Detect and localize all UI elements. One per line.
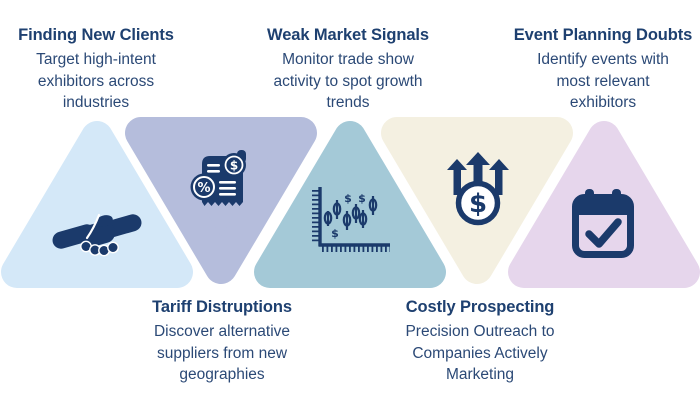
label-block-weak-market-signals: Weak Market Signals Monitor trade show a… xyxy=(253,24,443,114)
label-block-costly-prospecting: Costly Prospecting Precision Outreach to… xyxy=(380,296,580,386)
item-description: Monitor trade show activity to spot grow… xyxy=(273,51,423,111)
label-block-event-planning-doubts: Event Planning Doubts Identify events wi… xyxy=(508,24,698,114)
item-title: Event Planning Doubts xyxy=(513,26,693,44)
svg-text:$: $ xyxy=(469,189,487,219)
label-block-finding-new-clients: Finding New Clients Target high-intent e… xyxy=(11,24,181,114)
svg-text:$: $ xyxy=(230,159,238,173)
triangle-up-weak-market-signals xyxy=(254,121,446,288)
svg-text:$: $ xyxy=(331,227,339,240)
svg-text:$: $ xyxy=(344,192,352,205)
candlestick-chart-icon: $ $ $ xyxy=(312,187,390,252)
tariff-receipt-icon: $ % xyxy=(190,150,246,206)
item-title: Weak Market Signals xyxy=(267,26,429,44)
svg-text:$: $ xyxy=(358,192,366,205)
label-block-tariff-distruptions: Tariff Distruptions Discover alternative… xyxy=(127,296,317,386)
item-description: Discover alternative suppliers from new … xyxy=(153,323,291,383)
handshake-icon xyxy=(52,213,142,257)
item-description: Target high-intent exhibitors across ind… xyxy=(36,51,156,111)
item-description: Precision Outreach to Companies Actively… xyxy=(405,323,555,383)
item-description: Identify events with most relevant exhib… xyxy=(537,51,669,111)
calendar-check-icon xyxy=(572,189,634,258)
item-title: Costly Prospecting xyxy=(405,298,555,316)
rising-dollar-icon: $ xyxy=(447,152,509,226)
svg-text:%: % xyxy=(197,181,210,196)
item-title: Tariff Distruptions xyxy=(152,298,292,316)
item-title: Finding New Clients xyxy=(18,26,174,44)
